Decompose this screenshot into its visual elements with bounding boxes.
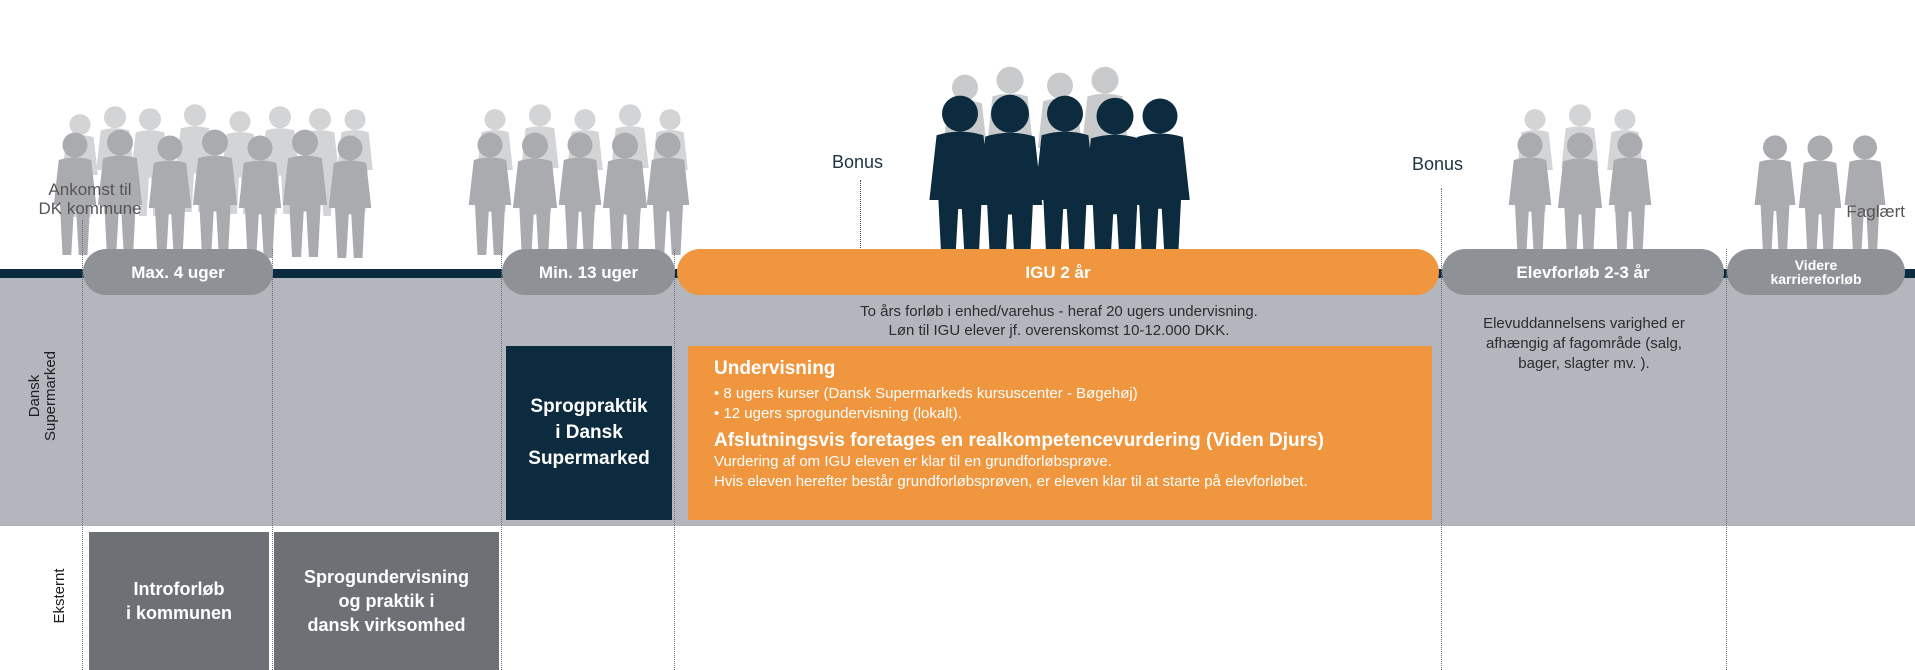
divider-line	[1726, 249, 1727, 670]
apprenticeship-note: Elevuddannelsens varighed er afhængig af…	[1483, 315, 1685, 372]
igu-summary-line: Løn til IGU elever jf. overenskomst 10-1…	[888, 322, 1230, 339]
teaching-bullet: • 12 ugers sprogundervisning (lokalt).	[714, 405, 962, 422]
phase-max-4-weeks: Max. 4 uger	[83, 249, 273, 295]
divider-line	[272, 249, 273, 670]
people-silhouettes	[53, 66, 1886, 260]
bonus-label: Bonus	[1412, 154, 1464, 174]
phase-apprenticeship: Elevforløb 2-3 år	[1442, 249, 1724, 295]
assessment-line: Hvis eleven herefter består grundforløbs…	[714, 473, 1308, 490]
phase-min-13-weeks: Min. 13 uger	[502, 249, 675, 295]
phase-igu-2-years: IGU 2 år	[677, 249, 1439, 295]
bonus-label: Bonus	[832, 152, 884, 172]
bullet-text: 8 ugers kurser (Dansk Supermarkeds kursu…	[723, 385, 1138, 402]
divider-line	[1441, 188, 1442, 670]
language-teaching-box: Sprogundervisning og praktik i dansk vir…	[274, 532, 499, 670]
divider-line	[82, 220, 83, 670]
igu-details-panel: Undervisning • 8 ugers kurser (Dansk Sup…	[688, 346, 1432, 520]
teaching-bullet: • 8 ugers kurser (Dansk Supermarkeds kur…	[714, 385, 1138, 402]
igu-summary: To års forløb i enhed/varehus - heraf 20…	[680, 302, 1438, 340]
row-label-internal: Dansk Supermarked	[26, 350, 59, 442]
divider-line	[674, 249, 675, 670]
bullet-text: 12 ugers sprogundervisning (lokalt).	[723, 405, 962, 422]
row-label-external: Eksternt	[51, 568, 68, 624]
phase-further-career: Videre karriereforløb	[1727, 249, 1905, 295]
assessment-line: Vurdering af om IGU eleven er klar til e…	[714, 453, 1112, 470]
bonus-marker-line	[860, 180, 861, 250]
assessment-heading: Afslutningsvis foretages en realkompeten…	[714, 430, 1324, 451]
divider-line	[501, 249, 502, 670]
igu-summary-line: To års forløb i enhed/varehus - heraf 20…	[860, 303, 1258, 320]
qualified-label: Faglært	[1846, 202, 1905, 221]
arrival-label: Ankomst til DK kommune	[38, 180, 142, 218]
teaching-heading: Undervisning	[714, 358, 836, 379]
intro-course-box: Introforløb i kommunen	[89, 532, 269, 670]
language-practice-box: Sprogpraktik i Dansk Supermarked	[506, 346, 672, 520]
